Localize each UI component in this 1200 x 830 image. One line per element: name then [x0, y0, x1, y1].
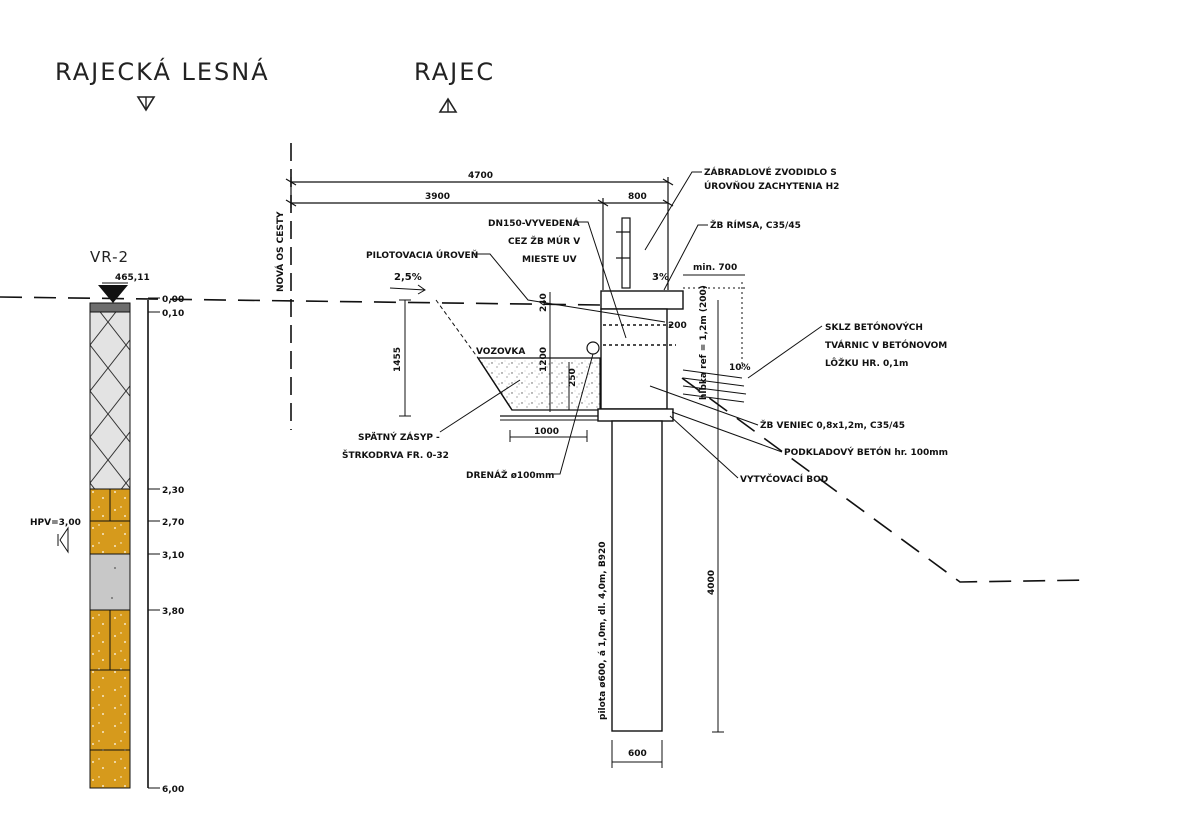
dim-600: 600 [628, 749, 647, 759]
drain-pipe [586, 341, 600, 355]
heading-rajecka-lesna: RAJECKÁ LESNÁ [55, 57, 270, 86]
depth-5: 3,80 [162, 607, 184, 617]
railing-label-2: ÚROVŇOU ZACHYTENIA H2 [704, 180, 839, 192]
drain-outlet-label-2: CEZ ŽB MÚR V [508, 235, 580, 247]
cornice-label: ŽB RÍMSA, C35/45 [710, 219, 801, 231]
piling-level-leader [474, 253, 666, 323]
drain-outlet-leader [576, 221, 627, 339]
block-wall-label-2: TVÁRNIC V BETÓNOVOM [825, 339, 947, 351]
backfill-leader [439, 379, 521, 433]
pile-width-dimension [611, 740, 663, 768]
backfill-area [435, 299, 612, 421]
setout-point-label: VYTYČOVACÍ BOD [740, 473, 828, 485]
dim-3900: 3900 [425, 192, 450, 202]
slope-road: 2,5% [394, 272, 422, 283]
borehole-name: VR-2 [90, 248, 129, 266]
drain-outlet-label-1: DN150-VYVEDENÁ [488, 217, 580, 229]
backfill-label-2: ŠTRKODRVA FR. 0-32 [342, 449, 449, 461]
heading-rajec: RAJEC [414, 58, 495, 86]
top-dimensions [285, 177, 674, 290]
block-wall-leader [747, 325, 823, 379]
pile-depth-dimension [712, 300, 724, 733]
depth-6: 6,00 [162, 785, 184, 795]
depth-4: 3,10 [162, 551, 184, 561]
retaining-wall [597, 290, 684, 422]
dim-min700: min. 700 [693, 263, 737, 273]
backfill-label-1: SPÄTNÝ ZÁSYP - [358, 431, 440, 443]
dim-250: 250 [568, 368, 578, 387]
section-marker-right-icon [438, 97, 458, 113]
cornice-leader [663, 224, 708, 291]
dim-800: 800 [628, 192, 647, 202]
block-wall-label-3: LÔŽKU HR. 0,1m [825, 357, 908, 369]
drainage-label: DRENÁŽ ø100mm [466, 469, 554, 481]
dim-200: 200 [668, 321, 687, 331]
road-axis-label: NOVÁ OS CESTY [274, 211, 286, 292]
layer-surface [89, 302, 131, 313]
depth-1: 0,10 [162, 309, 184, 319]
drainage-leader [548, 353, 594, 475]
drain-outlet-label-3: MIESTE UV [522, 255, 577, 265]
depth-0: 0,00 [162, 295, 184, 305]
slope-cap: 3% [652, 272, 669, 283]
block-wall-slope [682, 282, 747, 403]
depth-2: 2,30 [162, 486, 184, 496]
railing-label-1: ZÁBRADLOVÉ ZVODIDLO S [704, 166, 837, 178]
elevation-marker-icon [98, 282, 128, 303]
railing-post [616, 217, 631, 289]
depth-3: 2,70 [162, 518, 184, 528]
dim-1000: 1000 [534, 427, 559, 437]
blinding-leader [671, 411, 783, 453]
terrain-line [0, 296, 1091, 583]
ring-beam-leader [649, 385, 759, 426]
block-wall-label-1: SKLZ BETÓNOVÝCH [825, 321, 923, 333]
dim-1455: 1455 [393, 347, 403, 372]
dim-4000: 4000 [707, 570, 717, 595]
layer-clay [89, 553, 131, 611]
setout-point-leader [669, 415, 739, 479]
blinding-label: PODKLADOVÝ BETÓN hr. 100mm [784, 446, 948, 458]
vertical-dimensions [399, 292, 588, 442]
section-marker-left-icon [136, 96, 156, 112]
railing-leader [644, 171, 702, 251]
pile [611, 420, 663, 732]
dim-1200: 1200 [539, 347, 549, 372]
piling-level-label: PILOTOVACIA ÚROVEŇ [366, 249, 478, 261]
ring-beam-label: ŽB VENIEC 0,8x1,2m, C35/45 [760, 419, 905, 431]
wall-height-label: hĺbka ref = 1,2m (200) [697, 285, 709, 400]
slope-arrow-icon [389, 284, 426, 295]
pile-label: pilota ø600, á 1,0m, dl. 4,0m, B920 [598, 541, 608, 720]
borehole-column [89, 297, 160, 789]
groundwater-marker-icon [57, 526, 69, 554]
slope-wall: 10% [729, 363, 751, 373]
dim-4700: 4700 [468, 171, 493, 181]
road-label: VOZOVKA [476, 347, 525, 357]
borehole-elevation: 465,11 [115, 273, 150, 283]
groundwater-label: HPV=3,00 [30, 518, 81, 528]
